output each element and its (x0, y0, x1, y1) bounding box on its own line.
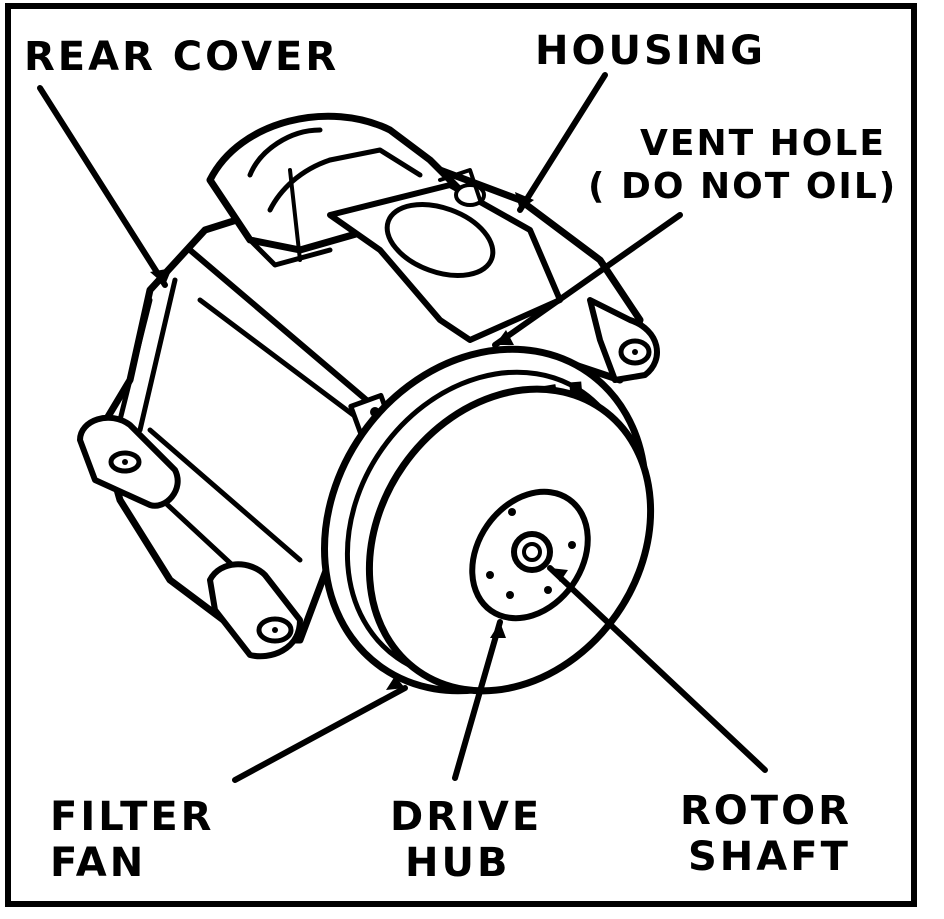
label-vent-hole-line1: VENT HOLE (640, 123, 886, 164)
label-vent-hole-line2: ( DO NOT OIL) (588, 166, 897, 207)
leader-lines (37, 72, 768, 783)
label-filter-fan-line2: FAN (50, 840, 146, 886)
leader-vent-hole (492, 212, 683, 348)
leader-arrowheads (150, 192, 568, 690)
leader-rotor-shaft (547, 565, 768, 773)
label-drive-hub-line2: HUB (405, 840, 510, 886)
label-housing: HOUSING (535, 28, 766, 74)
diagram-border (5, 3, 917, 907)
label-filter-fan-line1: FILTER (50, 794, 214, 840)
label-drive-hub-line1: DRIVE (390, 794, 542, 840)
leader-rear-cover (37, 85, 168, 288)
leader-drive-hub (452, 619, 503, 781)
motor-illustration (77, 112, 660, 695)
label-rotor-shaft-line1: ROTOR (680, 788, 852, 834)
vent-plate (384, 202, 496, 278)
leader-housing (517, 72, 608, 213)
label-rear-cover: REAR COVER (24, 34, 339, 80)
leader-filter-fan (232, 685, 408, 783)
label-rotor-shaft-line2: SHAFT (688, 834, 851, 880)
